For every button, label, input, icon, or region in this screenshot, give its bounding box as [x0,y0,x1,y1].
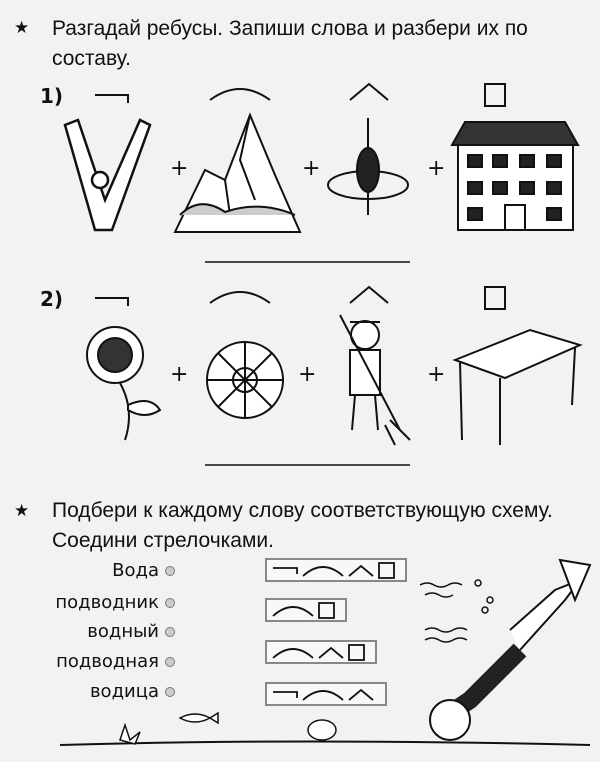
answer-line [205,261,410,466]
scheme-marks [273,688,374,701]
root-mark-icon [302,566,344,577]
root-mark-icon [302,690,344,701]
word-label: водица [89,681,159,702]
suffix-mark-icon [318,646,344,659]
fish-icon [178,711,219,725]
word-label: водный [87,621,159,642]
mountain-icon [173,112,302,233]
ending-mark-icon [318,602,335,619]
root-mark-icon [272,648,314,659]
connector-dot[interactable] [165,687,175,697]
float-bobber-icon [327,118,409,215]
seabed-line [59,740,591,746]
diver-icon [429,558,592,741]
plus-sign: + [298,362,317,387]
task2-text-line2: Соедини стрелочками. [52,529,274,552]
connector-dot[interactable] [165,598,175,608]
task2-text-line1: Подбери к каждому слову соответствующую … [52,499,553,522]
word-item[interactable]: подводная [56,651,175,672]
rebus-2-label: 2) [40,287,64,311]
word-item[interactable]: водный [87,621,175,642]
ending-mark-icon [484,83,506,107]
word-label: Вода [112,560,159,581]
water-waves-icon [419,579,494,643]
prefix-mark-icon [95,94,129,103]
janitor-icon [339,314,411,446]
plus-sign: + [427,362,446,387]
suffix-mark-icon [349,82,389,101]
word-label: подводная [56,651,159,672]
scheme-marks [272,644,365,661]
morpheme-scheme[interactable] [265,640,377,664]
word-item[interactable]: Вода [112,560,175,581]
suffix-mark-icon [348,688,374,701]
word-label: подводник [55,592,159,613]
bench-icon [452,328,583,445]
word-item[interactable]: водица [90,681,175,702]
morpheme-scheme[interactable] [265,682,387,706]
suffix-mark-icon [348,564,374,577]
shell-icon [307,719,337,741]
star-icon: ★ [14,18,30,38]
scheme-marks [273,562,395,579]
connector-dot[interactable] [165,566,175,576]
task1-text-line2: составу. [52,47,131,70]
house-icon [450,121,580,231]
star-icon: ★ [14,501,30,521]
plus-sign: + [170,362,189,387]
rebus-1-label: 1) [40,84,64,108]
morpheme-scheme[interactable] [265,558,407,582]
task1-text-line1: Разгадай ребусы. Запиши слова и разбери … [52,17,528,40]
connector-dot[interactable] [165,657,175,667]
prefix-mark-icon [273,567,298,574]
clothespin-icon [63,118,152,232]
plus-sign: + [170,156,189,181]
starfish-icon [119,722,141,745]
morpheme-scheme[interactable] [265,598,347,622]
ending-mark-icon [348,644,365,661]
plus-sign: + [427,156,446,181]
snowflake-icon [206,341,284,419]
plus-sign: + [302,156,321,181]
connector-dot[interactable] [165,627,175,637]
sunflower-icon [86,326,162,441]
scheme-marks [272,602,335,619]
word-item[interactable]: подводник [55,592,175,613]
ending-mark-icon [378,562,395,579]
prefix-mark-icon [273,691,298,698]
root-mark-icon [272,606,314,617]
root-mark-icon [209,88,271,101]
